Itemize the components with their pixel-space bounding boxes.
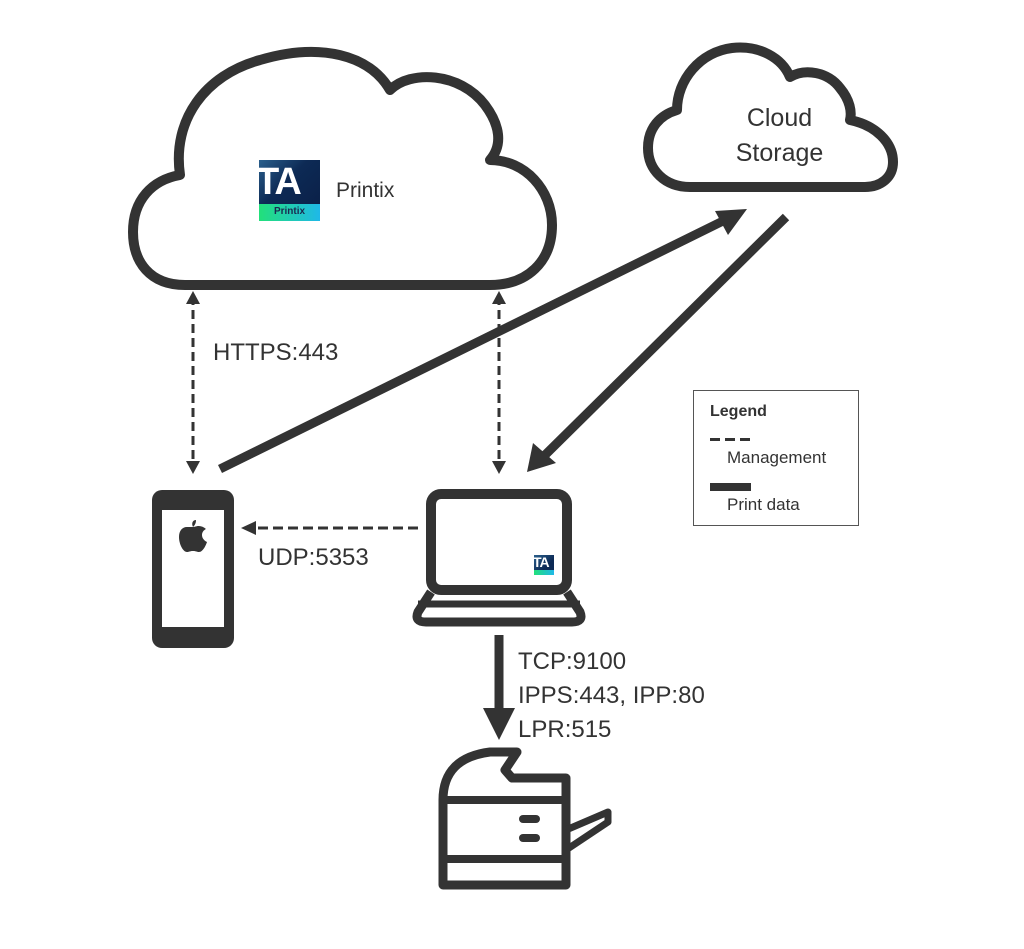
udp-port-label: UDP:5353 xyxy=(258,544,369,571)
print-arrow-storage-laptop xyxy=(538,213,790,462)
apple-icon xyxy=(179,520,207,552)
cloud-storage-line2: Storage xyxy=(735,139,824,167)
cloud-storage-label: Cloud Storage xyxy=(712,101,847,171)
legend-item-print-data: Print data xyxy=(727,495,800,514)
arrowhead-up-right xyxy=(492,291,506,304)
laptop-icon xyxy=(412,489,586,627)
arrowhead-storage-in xyxy=(715,209,747,235)
storage-cloud-shape xyxy=(643,42,898,192)
print-arrow-phone-storage xyxy=(218,215,727,474)
legend-solid-line-swatch xyxy=(710,483,751,491)
https-port-label: HTTPS:443 xyxy=(213,339,339,366)
legend-dashed-line-swatch xyxy=(710,438,751,441)
arrowhead-down-left xyxy=(186,461,200,474)
printix-logo-letters: TA xyxy=(259,161,302,203)
arrowhead-laptop-in xyxy=(527,443,556,472)
legend: Legend Management Print data xyxy=(693,390,859,526)
arrowhead-down-right xyxy=(492,461,506,474)
printix-cloud-shape xyxy=(128,46,557,290)
legend-title: Legend xyxy=(710,403,767,420)
arrowhead-up-left xyxy=(186,291,200,304)
arrowhead-phone-in xyxy=(241,521,256,535)
tcp-port-label: TCP:9100 xyxy=(518,648,627,675)
laptop-printix-badge: TA xyxy=(534,555,554,575)
lpr-port-label: LPR:515 xyxy=(518,716,612,743)
printix-logo: TA Printix xyxy=(259,160,320,221)
printer-icon xyxy=(438,747,612,890)
ipp-port-label: IPPS:443, IPP:80 xyxy=(518,682,705,709)
printix-cloud-label: Printix xyxy=(336,179,395,202)
printix-logo-band-text: Printix xyxy=(273,206,306,217)
legend-item-management: Management xyxy=(727,448,827,467)
arrowhead-printer-in xyxy=(483,708,515,740)
cloud-storage-line1: Cloud xyxy=(746,104,813,132)
